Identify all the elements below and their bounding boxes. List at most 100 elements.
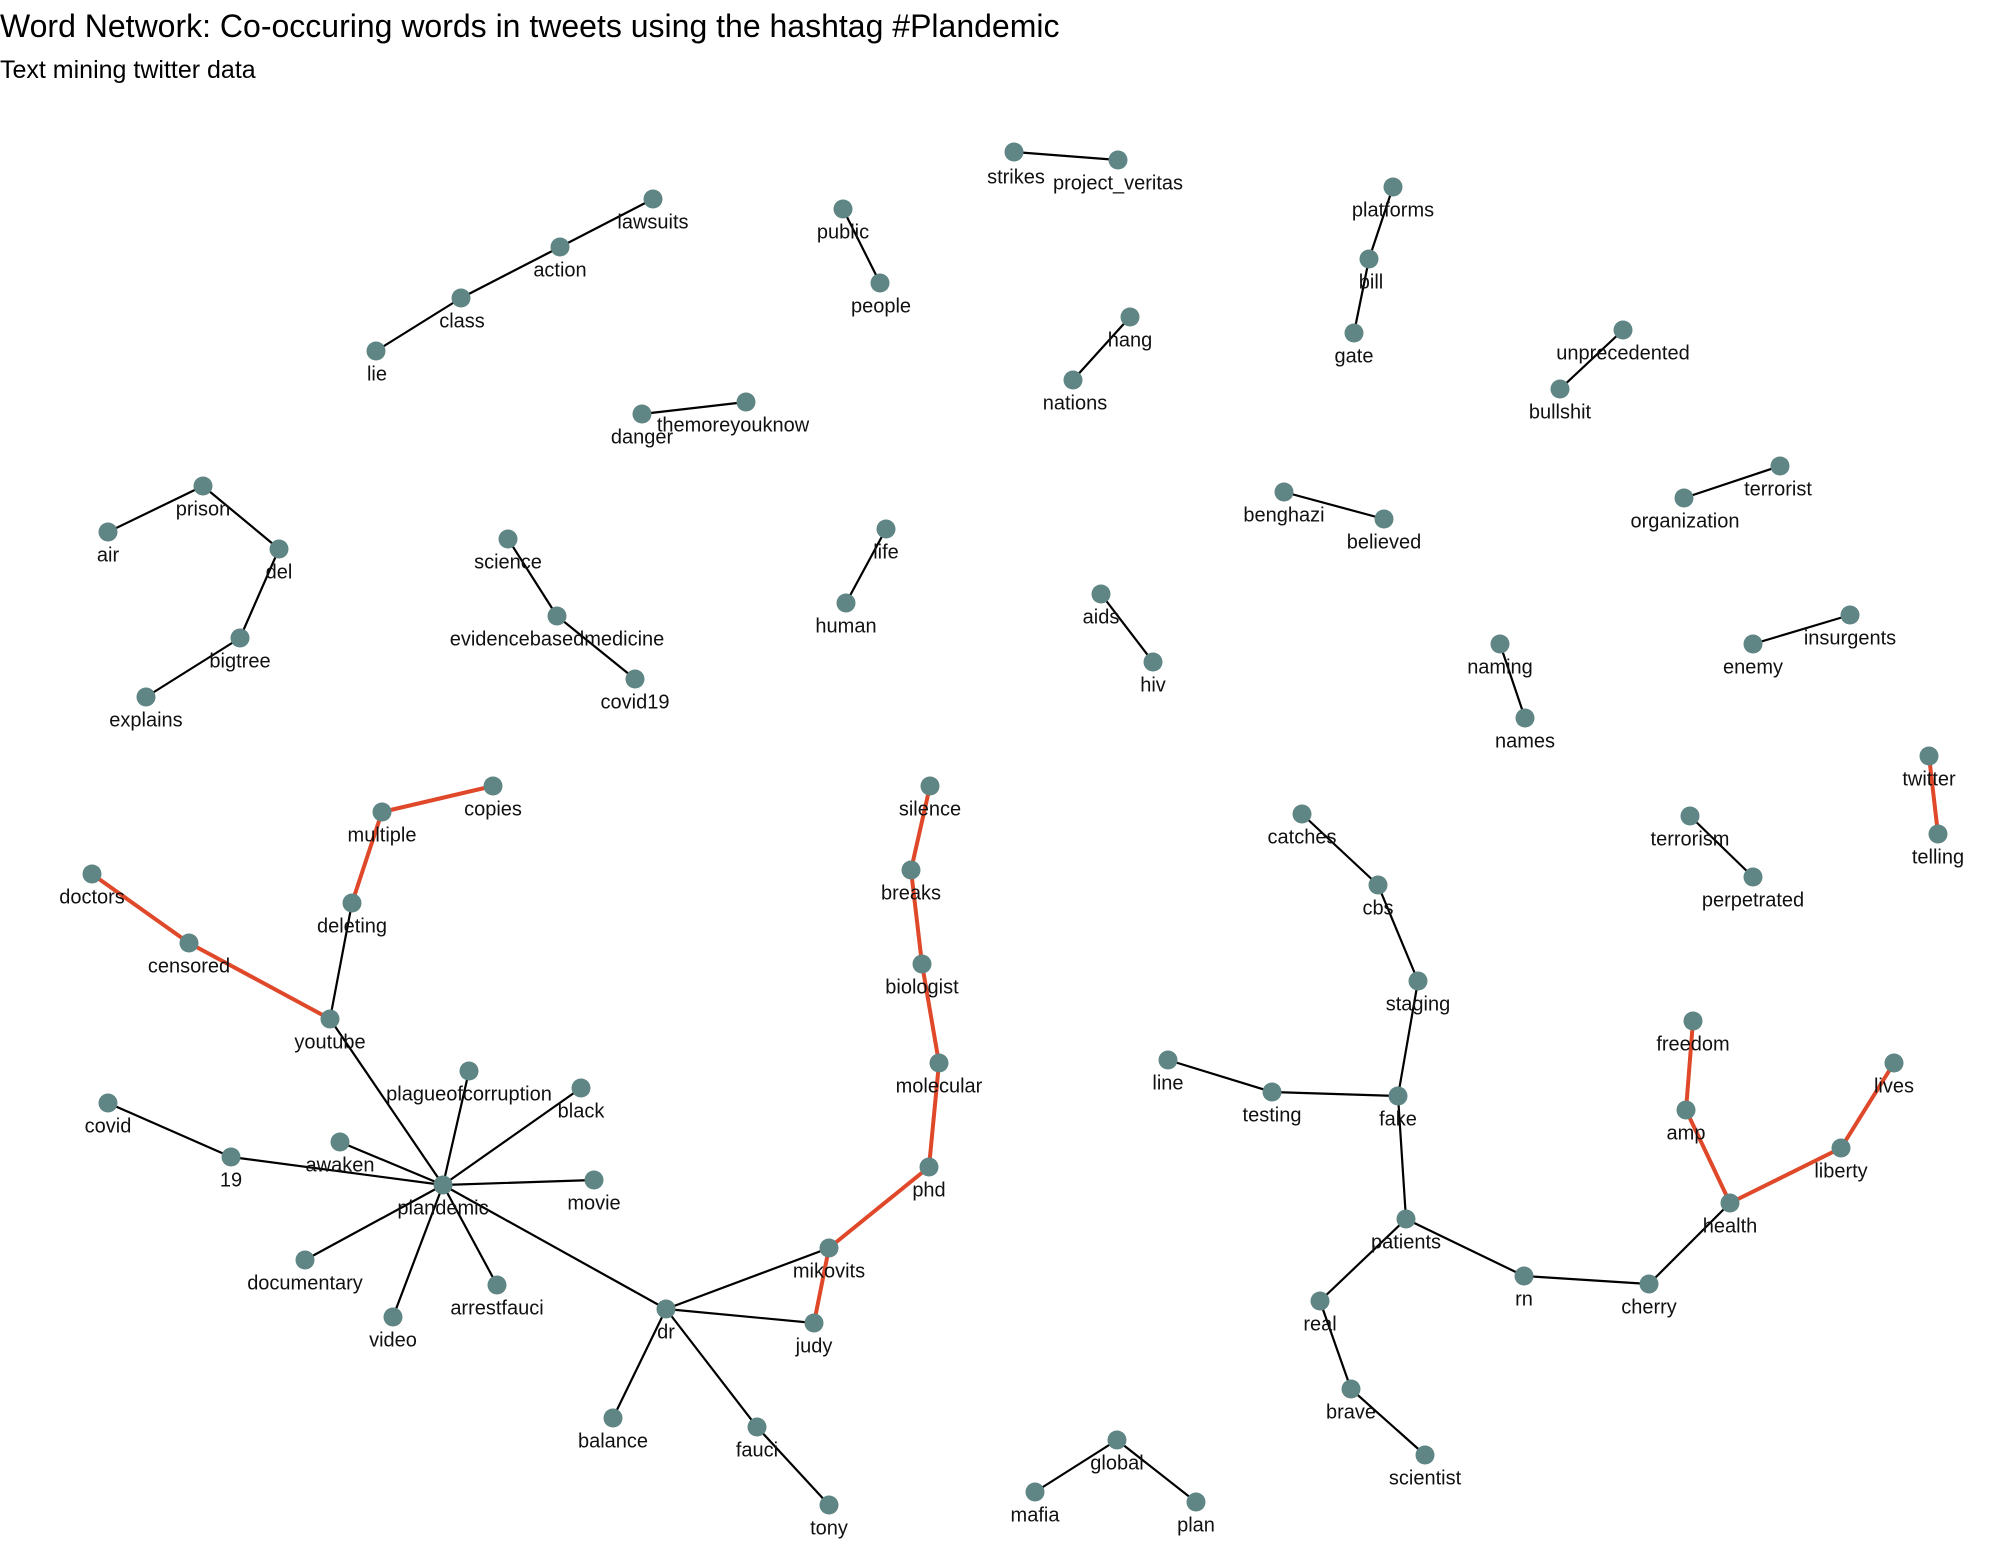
node-label-amp: amp [1667,1122,1706,1144]
edge-brave-scientist [1349,1387,1427,1457]
node-science [498,529,518,549]
node-label-explains: explains [109,709,182,731]
node-label-terrorism: terrorism [1651,828,1730,850]
node-perpetrated [1743,867,1763,887]
edge-fauci-tony [755,1425,831,1507]
highlighted-edge-twitter-telling [1927,754,1940,836]
edge-unprecedented-bullshit [1558,328,1625,391]
node-label-bullshit: bullshit [1529,401,1592,423]
node-multiple [372,802,392,822]
node-del [269,539,289,559]
node-scientist [1415,1445,1435,1465]
node-label-catches: catches [1268,826,1337,848]
node-liberty [1831,1138,1851,1158]
node-label-staging: staging [1386,993,1451,1015]
edge-naming-names [1498,642,1527,720]
edge-cherry-health [1647,1201,1732,1286]
node-label-awaken: awaken [306,1154,375,1176]
node-label-bill: bill [1359,271,1383,293]
node-bigtree [230,628,250,648]
node-label-arrestfauci: arrestfauci [450,1297,543,1319]
node-label-movie: movie [567,1192,620,1214]
node-phd [919,1157,939,1177]
node-cherry [1639,1274,1659,1294]
node-health [1720,1193,1740,1213]
highlighted-edge-amp-health [1684,1108,1732,1205]
node-benghazi [1274,482,1294,502]
edge-deleting-youtube [328,901,354,1021]
node-mafia [1025,1482,1045,1502]
node-label-lie: lie [367,363,387,385]
node-label-aids: aids [1083,606,1120,628]
node-balance [603,1408,623,1428]
node-label-naming: naming [1467,656,1533,678]
node-lie [366,341,386,361]
node-terrorist [1770,456,1790,476]
node-label-tony: tony [810,1517,848,1539]
node-label-copies: copies [464,798,522,820]
edge-themoreyouknow-danger [640,400,748,416]
highlighted-edge-silence-breaks [909,784,932,872]
node-telling [1928,824,1948,844]
node-real [1310,1291,1330,1311]
node-label-gate: gate [1335,345,1374,367]
node-label-breaks: breaks [881,882,941,904]
node-bill [1359,249,1379,269]
node-video [383,1307,403,1327]
node-rn [1514,1266,1534,1286]
node-label-evidencebasedmedicine: evidencebasedmedicine [450,628,665,650]
node-tony [819,1495,839,1515]
edge-plandemic-documentary [303,1183,445,1262]
edge-staging-fake [1396,979,1420,1098]
edge-terrorism-perpetrated [1688,814,1755,879]
node-themoreyouknow [736,392,756,412]
edge-del-bigtree [238,547,281,640]
node-censored [179,933,199,953]
node-copies [483,776,503,796]
node-strikes [1004,142,1024,162]
node-label-fake: fake [1379,1108,1417,1130]
highlighted-edge-phd-mikovits [827,1165,931,1250]
node-freedom [1683,1011,1703,1031]
node-fauci [747,1417,767,1437]
node-label-video: video [369,1329,417,1351]
edge-patients-real [1318,1217,1408,1303]
node-plagueofcorruption [459,1061,479,1081]
node-youtube [320,1009,340,1029]
node-label-doctors: doctors [59,886,125,908]
node-label-enemy: enemy [1723,656,1783,678]
edge-bill-gate [1352,257,1371,335]
node-platforms [1383,177,1403,197]
highlighted-edge-doctors-censored [90,872,191,945]
node-label-bigtree: bigtree [209,650,270,672]
node-label-prison: prison [176,498,230,520]
edge-testing-fake [1270,1090,1400,1098]
node-label-dr: dr [657,1321,675,1343]
node-label-nations: nations [1043,392,1108,414]
edge-dr-balance [611,1307,668,1420]
node-label-twitter: twitter [1902,768,1956,790]
node-label-silence: silence [899,798,961,820]
node-dr [656,1299,676,1319]
edges-layer [90,150,1940,1507]
highlighted-edge-copies-multiple [380,784,495,814]
node-label-mikovits: mikovits [793,1260,865,1282]
node-label-documentary: documentary [247,1272,363,1294]
edge-19-plandemic [229,1155,445,1187]
node-label-hang: hang [1108,329,1153,351]
edge-action-class [459,245,562,300]
node-label-testing: testing [1243,1104,1302,1126]
node-label-rn: rn [1515,1288,1533,1310]
node-label-health: health [1703,1215,1758,1237]
node-molecular [929,1053,949,1073]
edge-plandemic-plagueofcorruption [441,1069,471,1187]
node-brave [1341,1379,1361,1399]
node-life [876,519,896,539]
node-public [833,199,853,219]
node-project-veritas [1108,150,1128,170]
node-label-organization: organization [1631,510,1740,532]
node-label-real: real [1303,1313,1336,1335]
node-label-telling: telling [1912,846,1964,868]
